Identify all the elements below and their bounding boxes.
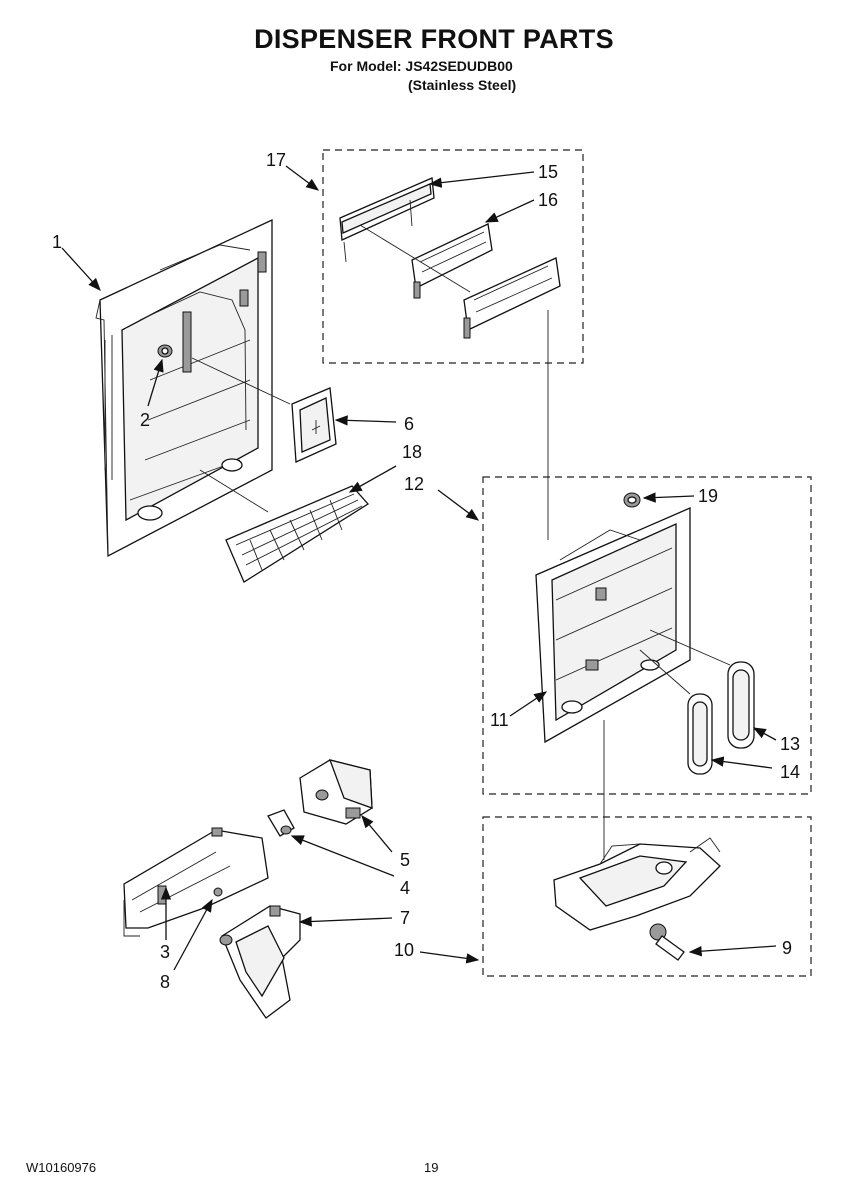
callout-12: 12 bbox=[404, 474, 424, 494]
callout-11: 11 bbox=[490, 710, 509, 730]
part-3-lever bbox=[123, 827, 269, 937]
part-17-board-cover bbox=[463, 257, 561, 339]
callout-19: 19 bbox=[698, 486, 718, 506]
callout-3: 3 bbox=[160, 942, 170, 962]
part-19-grommet bbox=[623, 492, 641, 508]
leader-18-assembly bbox=[199, 469, 269, 513]
callout-1: 1 bbox=[52, 232, 62, 252]
callout-10: 10 bbox=[394, 940, 414, 960]
part-18-drip-tray bbox=[225, 485, 369, 583]
part-7-flapper bbox=[219, 905, 301, 1019]
callout-15: 15 bbox=[538, 162, 558, 182]
group-box-10 bbox=[482, 816, 812, 977]
part-9-screw bbox=[649, 923, 685, 961]
group-box-17 bbox=[322, 149, 584, 364]
part-16-control-board bbox=[411, 223, 493, 299]
part-6-actuator bbox=[291, 387, 337, 463]
part-15-control-panel bbox=[339, 177, 435, 263]
page-number: 19 bbox=[424, 1160, 439, 1175]
callout-9: 9 bbox=[782, 938, 792, 958]
part-4-bushing bbox=[267, 809, 295, 837]
callout-16: 16 bbox=[538, 190, 558, 210]
part-13-lens-housing bbox=[727, 661, 755, 749]
callout-18: 18 bbox=[402, 442, 422, 462]
callout-6: 6 bbox=[404, 414, 414, 434]
part-11-inner-housing bbox=[535, 507, 691, 744]
model-line: For Model: JS42SEDUDB00 bbox=[330, 58, 513, 74]
callout-17: 17 bbox=[266, 150, 286, 170]
callout-13: 13 bbox=[780, 734, 800, 754]
page-title: DISPENSER FRONT PARTS bbox=[254, 24, 614, 54]
callout-14: 14 bbox=[780, 762, 800, 782]
callout-8: 8 bbox=[160, 972, 170, 992]
group-box-12 bbox=[482, 476, 812, 795]
part-14-lens bbox=[687, 693, 713, 775]
part-2-grommet bbox=[157, 344, 173, 358]
leader-lens-assembly bbox=[639, 629, 731, 695]
callout-2: 2 bbox=[140, 410, 150, 430]
part-1-housing bbox=[95, 218, 273, 558]
document-number: W10160976 bbox=[26, 1160, 97, 1175]
variant-line: (Stainless Steel) bbox=[408, 77, 517, 93]
callout-7: 7 bbox=[400, 908, 410, 928]
part-5-motor bbox=[299, 759, 373, 825]
part-10-chute bbox=[553, 837, 721, 931]
leader-6-assembly bbox=[191, 357, 291, 405]
leader-17-assembly bbox=[359, 224, 549, 540]
callout-5: 5 bbox=[400, 850, 410, 870]
part-8-pin bbox=[213, 887, 223, 897]
callout-4: 4 bbox=[400, 878, 410, 898]
callout-arrows bbox=[61, 165, 777, 971]
